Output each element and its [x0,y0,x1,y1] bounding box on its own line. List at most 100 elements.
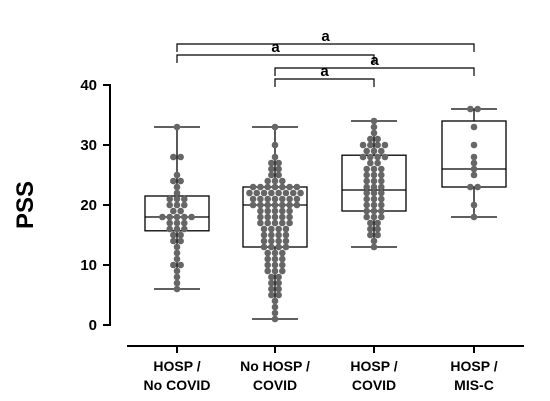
data-point [374,153,381,161]
data-point [257,219,264,227]
y-axis-label: PSS [12,181,39,229]
data-point [363,207,371,215]
data-point [275,171,282,179]
data-point [293,201,301,209]
data-point [271,297,279,305]
data-point [359,141,367,149]
bracket-line [176,43,475,52]
data-point [367,153,374,161]
data-point [370,237,378,245]
data-point [257,207,264,215]
data-point [275,285,282,293]
data-point [268,189,275,197]
data-point [363,171,371,179]
data-point [260,225,268,233]
data-point [378,171,385,179]
data-point [378,189,385,197]
data-point [378,213,385,221]
x-category-label: HOSP / [350,358,397,374]
data-point [367,231,374,239]
data-point [166,201,173,209]
data-point [177,153,184,161]
data-point [363,147,371,155]
data-point [173,225,181,233]
data-point [367,225,374,233]
data-point [275,159,282,167]
data-point [370,195,378,203]
data-point [370,183,378,191]
data-point [264,195,272,203]
data-point [370,171,378,179]
significance-label: a [320,63,329,80]
data-point [370,189,378,197]
data-point [181,219,188,227]
bracket-line [274,67,475,76]
data-point [279,195,286,203]
data-point [264,249,272,257]
significance-bracket: a [274,52,475,76]
data-point [363,189,371,197]
data-point [279,255,286,263]
data-point [374,141,381,149]
data-point [177,261,184,269]
data-point [271,303,279,311]
data-point [374,225,381,233]
data-point [181,195,188,203]
data-point [268,237,275,245]
data-point [467,183,474,191]
data-point [271,183,279,191]
bracket-line [274,78,375,87]
x-category-label: HOSP / [450,358,497,374]
data-point [370,177,378,185]
data-point [470,171,478,179]
x-category-label: MIS-C [454,377,494,393]
data-point [279,249,286,257]
data-point [173,285,181,293]
significance-bracket: a [274,63,375,87]
data-point [260,243,268,251]
data-point [268,279,275,287]
data-point [279,183,286,191]
data-point [378,147,385,155]
data-point [286,207,293,215]
significance-label: a [321,28,330,45]
data-point [289,189,297,197]
data-point [166,213,173,221]
data-point [367,135,374,143]
data-point [286,183,293,191]
data-point [279,261,286,269]
data-point [359,153,367,161]
data-point [275,273,282,281]
data-point [275,279,282,287]
data-point [264,213,272,221]
data-point [271,201,279,209]
data-point [470,159,478,167]
significance-label: a [271,39,280,56]
y-tick-label: 0 [89,317,97,334]
data-point [275,225,282,233]
data-point [173,123,181,131]
data-point [286,201,293,209]
data-point [271,219,279,227]
data-point [279,219,286,227]
data-point [286,213,293,221]
x-category-label: HOSP / [153,358,200,374]
data-point [264,177,272,185]
data-point [271,315,279,323]
data-point [257,201,264,209]
data-point [181,225,188,233]
data-point [470,141,478,149]
data-point [275,237,282,245]
data-point [268,171,275,179]
data-point [286,195,293,203]
y-tick-label: 40 [80,77,97,94]
data-point [264,219,272,227]
data-point [378,183,385,191]
data-point [173,219,181,227]
data-point [271,123,279,131]
y-tick-label: 30 [80,137,97,154]
data-point [367,219,374,227]
data-point [170,231,177,239]
data-point [177,231,184,239]
